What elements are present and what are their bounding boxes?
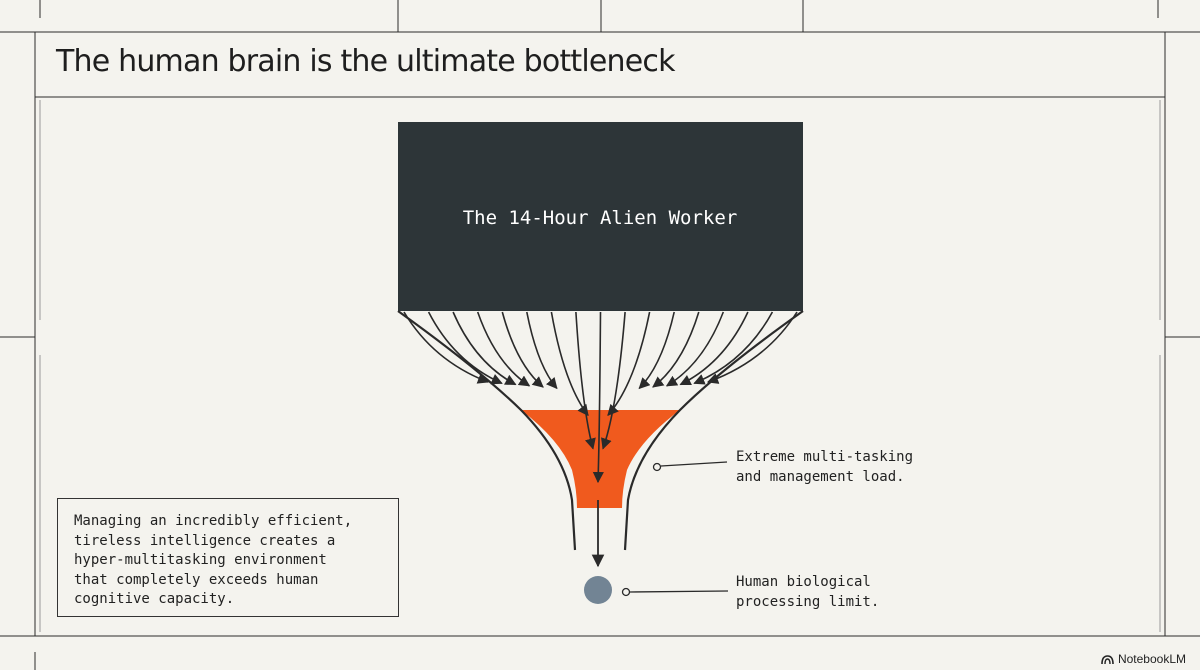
- converging-arrow: [550, 311, 589, 417]
- converging-arrow: [575, 311, 596, 450]
- limit-callout-line: [629, 590, 729, 593]
- funnel-left-wall: [397, 310, 577, 551]
- page-title: The human brain is the ultimate bottlene…: [56, 44, 676, 79]
- converging-arrow: [638, 311, 675, 390]
- load-callout-dot: [652, 462, 662, 472]
- multitasking-load-band: [521, 410, 680, 508]
- converging-arrow: [601, 311, 626, 450]
- funnel-right-wall: [623, 310, 804, 551]
- brand-name: NotebookLM: [1117, 652, 1186, 666]
- brand-footer: NotebookLM: [1101, 652, 1186, 666]
- explanation-note: Managing an incredibly efficient, tirele…: [57, 498, 399, 617]
- converging-arrow: [693, 311, 774, 385]
- converging-arrow: [476, 311, 531, 387]
- load-callout-text: Extreme multi-tasking and management loa…: [736, 449, 914, 485]
- converging-arrow: [706, 311, 798, 384]
- converging-arrow: [592, 311, 604, 484]
- converging-arrow: [427, 311, 503, 385]
- alien-worker-box: [398, 122, 803, 311]
- notebooklm-logo-icon: [1101, 654, 1114, 664]
- converging-arrow: [403, 311, 490, 384]
- converging-arrow: [652, 311, 700, 388]
- load-callout-line: [660, 461, 728, 467]
- limit-callout-dot: [621, 587, 631, 597]
- limit-callout-text: Human biological processing limit.: [736, 574, 880, 610]
- converging-arrow: [665, 311, 725, 387]
- processing-limit-node: [584, 576, 612, 604]
- converging-arrow: [452, 311, 517, 386]
- converging-arrow: [607, 311, 651, 417]
- converging-arrow: [526, 311, 558, 390]
- converging-arrow: [679, 311, 749, 386]
- alien-worker-label: The 14-Hour Alien Worker: [463, 207, 738, 229]
- converging-arrow: [501, 311, 544, 388]
